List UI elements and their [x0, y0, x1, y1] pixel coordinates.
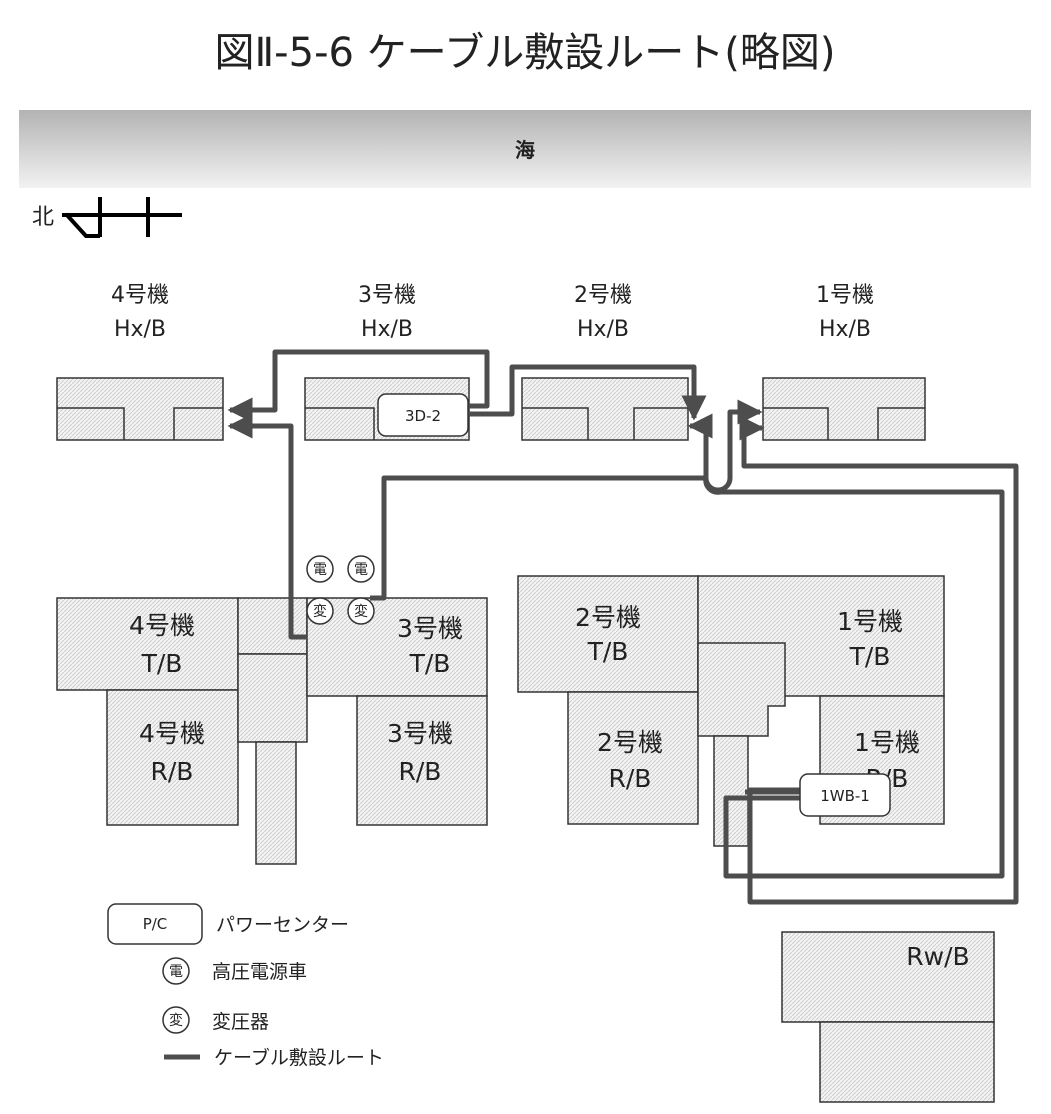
north-arrow: 北	[32, 197, 182, 238]
hx-label-4: 4号機 Hx/B	[111, 283, 169, 342]
corridor-4	[255, 741, 297, 865]
power-center-3d-2: 3D-2	[377, 393, 469, 437]
svg-text:Hx/B: Hx/B	[577, 317, 629, 342]
svg-text:Hx/B: Hx/B	[114, 317, 166, 342]
turbine-label-2: 2号機 T/B	[575, 603, 641, 666]
hx-label-3: 3号機 Hx/B	[358, 283, 416, 342]
cable-route-3d2-to-unit2	[468, 364, 707, 421]
turbine-label-4: 4号機 T/B	[129, 611, 195, 678]
svg-text:4号機: 4号機	[111, 283, 169, 308]
svg-text:Hx/B: Hx/B	[361, 317, 413, 342]
page-title: 図Ⅱ-5-6 ケーブル敷設ルート(略図)	[215, 30, 836, 76]
turbine-building-3	[306, 597, 488, 697]
north-label: 北	[32, 205, 54, 230]
hx-building-1	[762, 377, 926, 441]
svg-text:1号機: 1号機	[854, 728, 920, 757]
hx-label-1: 1号機 Hx/B	[816, 283, 874, 342]
power-vehicle-symbol-1: 電	[306, 555, 334, 583]
svg-text:1号機: 1号機	[816, 283, 874, 308]
svg-text:R/B: R/B	[609, 764, 652, 793]
transformer-symbol-2: 変	[347, 597, 375, 625]
svg-text:ケーブル敷設ルート: ケーブル敷設ルート	[214, 1046, 384, 1069]
svg-text:パワーセンター: パワーセンター	[216, 914, 349, 936]
reactor-label-2: 2号機 R/B	[597, 728, 663, 793]
svg-text:高圧電源車: 高圧電源車	[212, 961, 307, 983]
turbine-building-4	[56, 597, 239, 691]
svg-text:電: 電	[354, 562, 368, 578]
site-buildings-units-3-4	[56, 597, 488, 865]
svg-text:2号機: 2号機	[575, 603, 641, 632]
hx-building-2	[521, 377, 689, 441]
turbine-label-1: 1号機 T/B	[837, 607, 903, 671]
connector-building-2-1	[697, 642, 786, 737]
reactor-building-4	[106, 689, 239, 826]
turbine-label-3: 3号機 T/B	[397, 614, 463, 678]
svg-text:Hx/B: Hx/B	[819, 317, 871, 342]
svg-text:変圧器: 変圧器	[212, 1011, 269, 1033]
svg-text:R/B: R/B	[399, 757, 442, 786]
svg-text:変: 変	[354, 603, 368, 620]
hx-building-4	[56, 377, 224, 441]
reactor-label-3: 3号機 R/B	[387, 719, 453, 786]
rw-building	[781, 931, 995, 1103]
legend-item-cable-route: ケーブル敷設ルート	[164, 1046, 384, 1069]
svg-text:3D-2: 3D-2	[405, 407, 441, 425]
transformer-symbol-1: 変	[306, 597, 334, 625]
site-buildings-units-1-2	[517, 575, 945, 847]
corridor-2	[713, 735, 749, 847]
legend-item-power-vehicle: 電 高圧電源車	[162, 957, 307, 985]
svg-text:2号機: 2号機	[597, 728, 663, 757]
svg-text:電: 電	[313, 562, 327, 578]
cable-route-1wb1-to-hx1	[739, 415, 1019, 905]
svg-text:T/B: T/B	[849, 642, 891, 671]
svg-text:T/B: T/B	[141, 649, 183, 678]
svg-text:3号機: 3号機	[387, 719, 453, 748]
svg-text:4号機: 4号機	[129, 611, 195, 640]
reactor-label-4: 4号機 R/B	[139, 719, 205, 786]
svg-text:変: 変	[313, 603, 327, 620]
connector-building-4-3	[237, 653, 308, 743]
svg-text:T/B: T/B	[587, 637, 629, 666]
legend-item-power-center: P/C パワーセンター	[107, 903, 349, 945]
sea-band	[19, 110, 1031, 188]
svg-text:電: 電	[169, 964, 183, 980]
reactor-building-3	[356, 695, 488, 826]
svg-text:3号機: 3号機	[358, 283, 416, 308]
sea-label: 海	[515, 138, 535, 162]
power-vehicle-symbol-2: 電	[347, 555, 375, 583]
legend-item-transformer: 変 変圧器	[162, 1006, 269, 1034]
reactor-building-2	[567, 691, 699, 825]
svg-text:2号機: 2号機	[574, 283, 632, 308]
cable-route-transformer-to-unit4	[227, 413, 307, 640]
svg-text:3号機: 3号機	[397, 614, 463, 643]
svg-text:4号機: 4号機	[139, 719, 205, 748]
legend: P/C パワーセンター 電 高圧電源車 変 変圧器 ケーブル敷設ルート	[107, 903, 384, 1069]
hx-label-2: 2号機 Hx/B	[574, 283, 632, 342]
svg-text:P/C: P/C	[143, 915, 168, 933]
svg-text:T/B: T/B	[409, 649, 451, 678]
svg-text:変: 変	[169, 1012, 183, 1029]
svg-text:1WB-1: 1WB-1	[820, 787, 870, 805]
service-building-4-3	[237, 597, 308, 655]
power-center-1wb-1: 1WB-1	[799, 773, 891, 817]
cable-route-3d2-to-unit4	[227, 349, 490, 423]
svg-text:1号機: 1号機	[837, 607, 903, 636]
rw-building-label: Rw/B	[906, 942, 969, 971]
turbine-building-2	[517, 575, 699, 693]
svg-text:R/B: R/B	[151, 757, 194, 786]
